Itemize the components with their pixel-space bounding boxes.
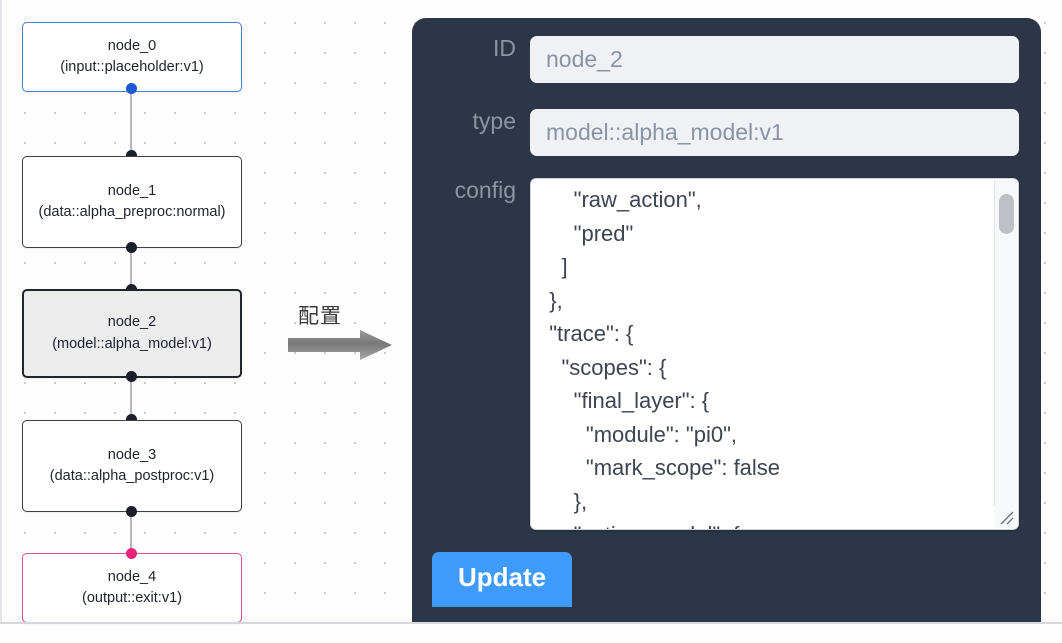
panel-actions: Update [412, 552, 1041, 607]
node-label: node_0(input::placeholder:v1) [60, 37, 204, 75]
node_2-output-handle[interactable] [126, 371, 137, 382]
type-input[interactable]: model::alpha_model:v1 [530, 109, 1019, 156]
node_1-output-handle[interactable] [126, 242, 137, 253]
id-input[interactable]: node_2 [530, 36, 1019, 83]
edge-node1-node2 [130, 245, 133, 295]
type-row: type model::alpha_model:v1 [412, 108, 1041, 156]
right-arrow-icon [288, 330, 392, 360]
graph-node-node_3[interactable]: node_3(data::alpha_postproc:v1) [22, 420, 242, 512]
resize-grip-icon [1000, 511, 1014, 525]
node_0-output-handle[interactable] [126, 83, 137, 94]
canvas-left-border [0, 0, 2, 622]
graph-node-node_0[interactable]: node_0(input::placeholder:v1) [22, 22, 242, 92]
id-row: ID node_2 [412, 35, 1041, 83]
edge-node3-node4 [130, 509, 133, 553]
id-label: ID [493, 35, 516, 61]
config-scrollbar-thumb[interactable] [999, 194, 1014, 234]
viewport-bottom-divider [0, 622, 1062, 624]
config-label: config [454, 177, 516, 203]
config-row: config "raw_action", "pred" ] }, "trace"… [412, 177, 1041, 530]
node-label: node_3(data::alpha_postproc:v1) [49, 446, 215, 484]
config-scrollbar[interactable] [994, 180, 1017, 507]
node-label: node_1(data::alpha_preproc:normal) [38, 182, 226, 220]
type-label: type [472, 108, 516, 134]
config-resize-handle[interactable] [994, 506, 1017, 528]
node-label: node_4(output::exit:v1) [82, 568, 182, 606]
node_4-input-handle[interactable] [126, 548, 137, 559]
config-textarea[interactable]: "raw_action", "pred" ] }, "trace": { "sc… [549, 187, 781, 529]
node-label: node_2(model::alpha_model:v1) [52, 314, 212, 352]
edge-node2-node3 [130, 373, 133, 420]
edge-node0-node1 [130, 88, 133, 162]
node-config-panel: ID node_2 type model::alpha_model:v1 con… [412, 18, 1041, 622]
graph-node-node_1[interactable]: node_1(data::alpha_preproc:normal) [22, 156, 242, 248]
graph-node-node_2[interactable]: node_2(model::alpha_model:v1) [22, 289, 242, 378]
configure-label: 配置 [298, 304, 342, 328]
graph-node-node_4[interactable]: node_4(output::exit:v1) [22, 553, 242, 623]
config-textarea-wrapper[interactable]: "raw_action", "pred" ] }, "trace": { "sc… [530, 178, 1019, 530]
update-button[interactable]: Update [432, 552, 573, 607]
node_3-output-handle[interactable] [126, 506, 137, 517]
